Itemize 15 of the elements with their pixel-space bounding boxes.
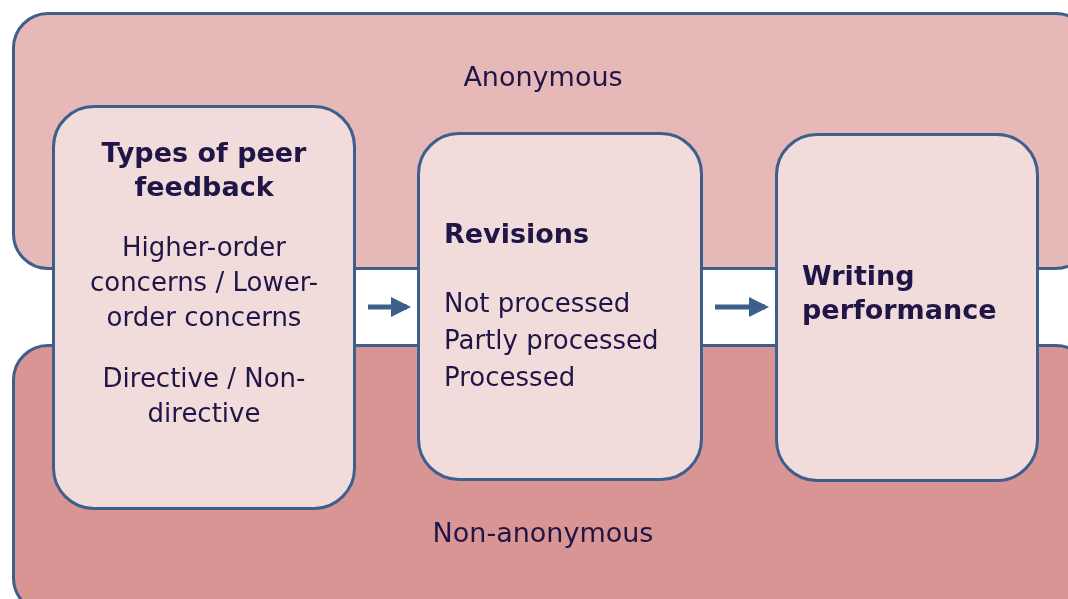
box-heading: Types of peer feedback (100, 136, 308, 204)
box-text: Processed (444, 361, 577, 394)
box-text: Higher-order concerns / Lower-order concerns (88, 231, 320, 334)
box-heading: Writing performance (802, 258, 998, 327)
band-label: Anonymous (462, 60, 624, 94)
box-heading: Revisions (444, 217, 591, 251)
process-box (52, 105, 356, 510)
box-text: Partly processed (444, 324, 660, 357)
box-text: Directive / Non-directive (101, 362, 307, 430)
process-box (417, 132, 703, 481)
process-box (775, 133, 1039, 482)
arrow (715, 297, 769, 317)
arrow (368, 297, 411, 317)
band-label: Non-anonymous (431, 516, 655, 550)
box-text: Not processed (444, 287, 632, 320)
